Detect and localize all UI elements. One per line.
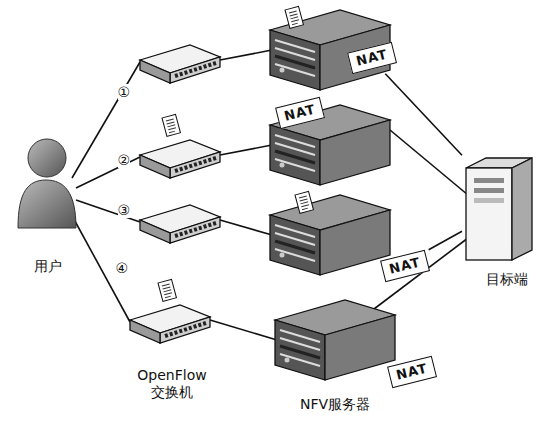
openflow-switch xyxy=(140,140,220,178)
nat-label: NAT xyxy=(388,254,422,276)
link-line xyxy=(385,74,462,155)
callout-number: ③ xyxy=(118,202,131,219)
target-server xyxy=(466,158,532,260)
link-line xyxy=(429,231,462,250)
device-label: 目标端 xyxy=(486,271,528,288)
openflow-switch xyxy=(140,45,220,83)
wire xyxy=(70,50,468,340)
category-label: OpenFlow 交换机 xyxy=(132,367,212,401)
flow-table-icon xyxy=(285,6,303,28)
flow-table-icon xyxy=(158,279,176,301)
flow-table-icon xyxy=(162,114,180,136)
nfv-server xyxy=(270,195,390,275)
callout-number: ④ xyxy=(116,260,129,277)
device-label-box: 用户 xyxy=(12,135,84,275)
category-label: NFV服务器 xyxy=(300,396,370,413)
nfv-server xyxy=(275,300,395,380)
nat-label: NAT xyxy=(355,46,389,68)
nat-label: NAT xyxy=(283,101,317,123)
nat-label: NAT xyxy=(395,360,429,382)
flow-table-icon xyxy=(295,191,313,213)
user-icon xyxy=(18,139,76,228)
openflow-switch xyxy=(130,305,210,343)
device-label-box: 目标端 xyxy=(462,150,552,288)
callout-number: ② xyxy=(118,152,131,169)
openflow-switch xyxy=(140,205,220,243)
device-label: 用户 xyxy=(34,258,62,275)
callout-number: ① xyxy=(118,84,131,101)
